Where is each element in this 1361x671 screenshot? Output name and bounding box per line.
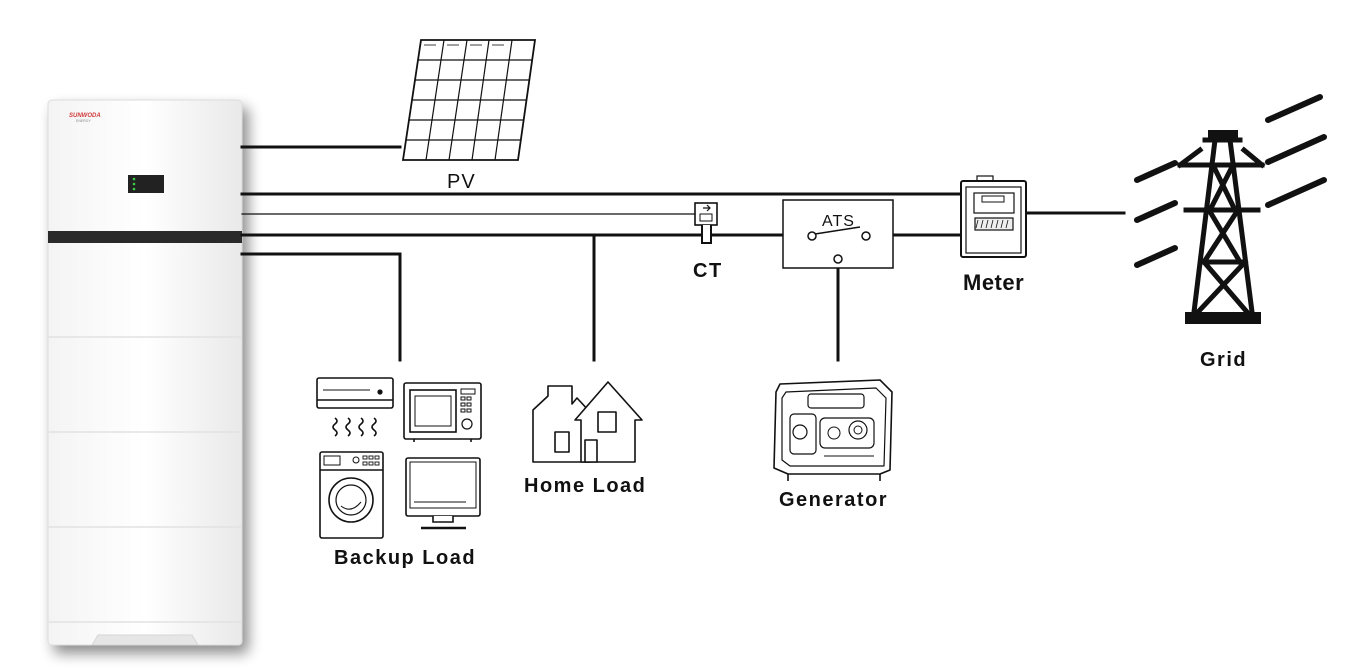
washing-machine-icon [319, 451, 384, 539]
house-icon [532, 381, 643, 463]
ct-clamp-icon [694, 202, 718, 244]
brand-sub: ENERGY [76, 119, 91, 123]
status-display [128, 175, 164, 193]
generator-icon [773, 379, 893, 481]
label-meter: Meter [963, 270, 1024, 295]
brand-logo: SUNWODA [69, 113, 101, 119]
solar-panel-icon [401, 39, 537, 161]
monitor-icon [405, 457, 481, 530]
wiring [240, 145, 1126, 362]
transmission-tower-icon [1134, 94, 1327, 324]
label-ct: CT [693, 260, 723, 282]
label-grid: Grid [1200, 349, 1247, 371]
ats-switch-icon [782, 199, 894, 269]
electric-meter-icon [960, 175, 1027, 258]
label-backup-load: Backup Load [334, 547, 476, 569]
label-ats: ATS [822, 213, 855, 230]
label-pv: PV [447, 171, 476, 193]
microwave-icon [403, 382, 482, 442]
air-conditioner-icon [316, 377, 394, 437]
label-home-load: Home Load [524, 475, 646, 497]
battery-inverter-icon: SUNWODA ENERGY [47, 99, 243, 646]
label-generator: Generator [779, 489, 888, 511]
